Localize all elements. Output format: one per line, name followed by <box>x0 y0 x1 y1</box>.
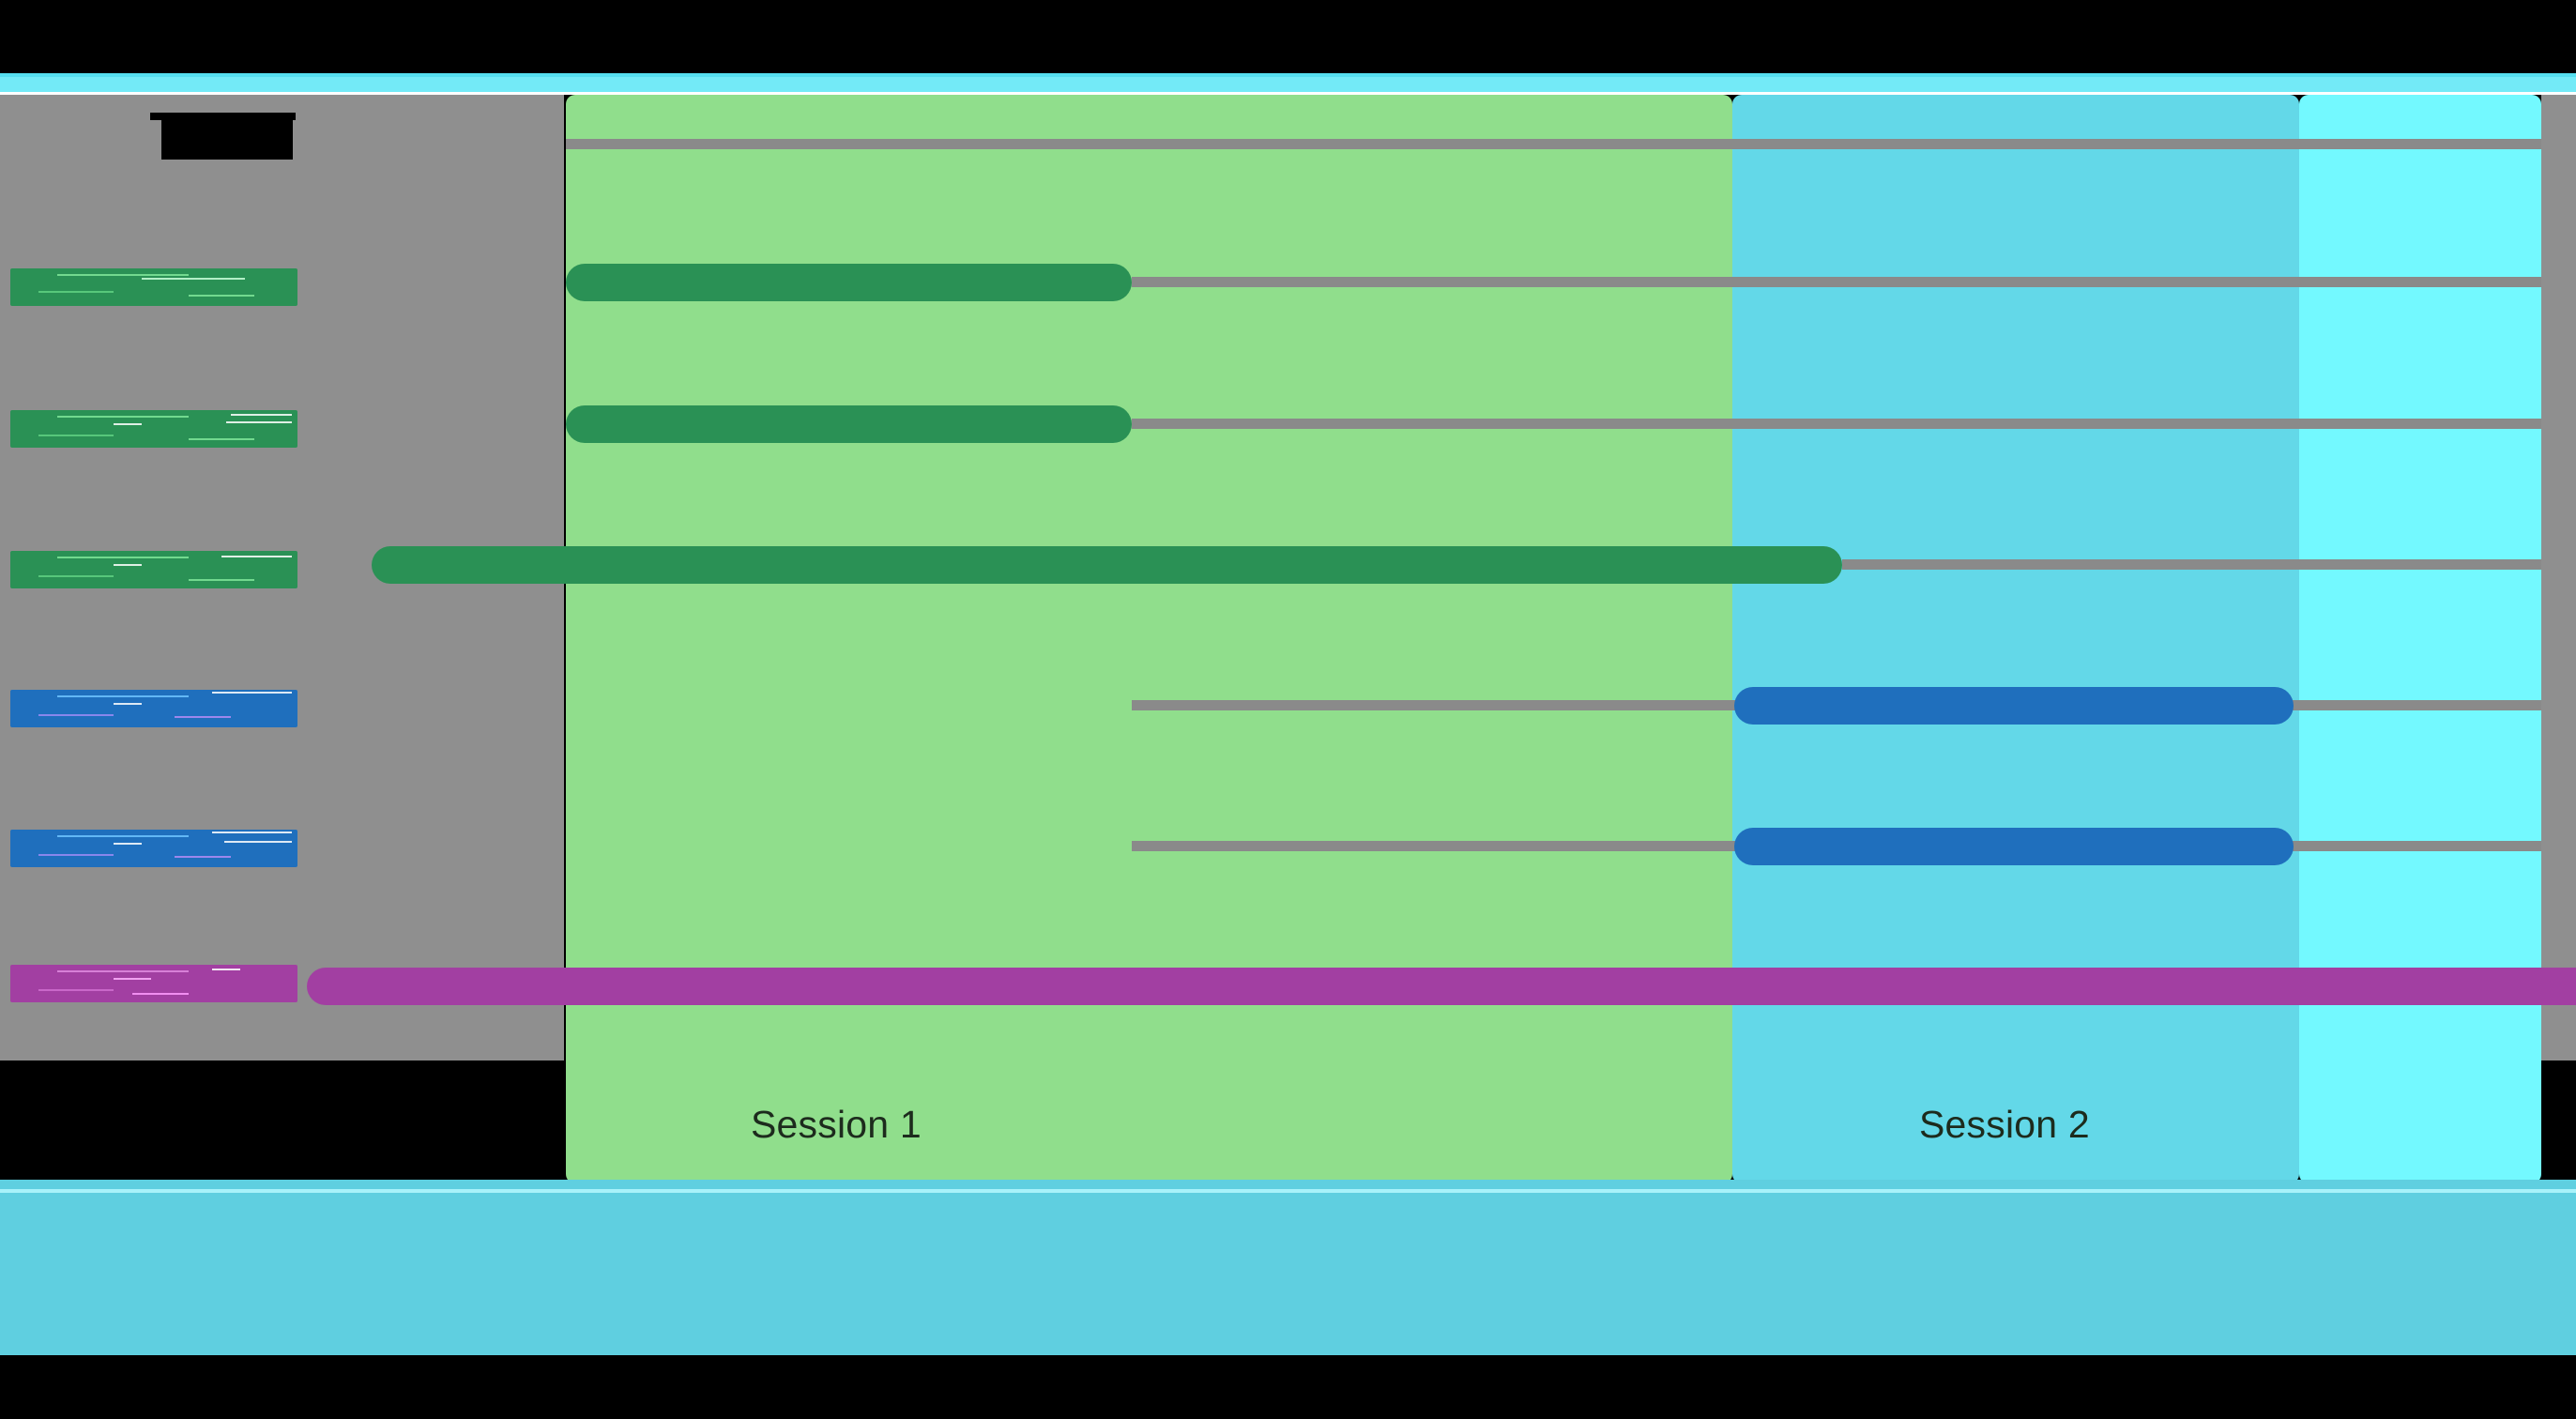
y-label-dataset-a1 <box>10 268 297 306</box>
bar-dataset-a3[interactable] <box>372 546 1842 584</box>
right-gutter <box>2541 95 2576 1060</box>
gridline-row-0 <box>566 139 2541 149</box>
session-band-1 <box>566 95 1732 1183</box>
bar-track-row-1 <box>1132 419 2541 429</box>
bar-dataset-b2[interactable] <box>1734 828 2294 865</box>
bar-track-row-2 <box>1842 559 2541 570</box>
top-rail-white <box>0 92 2576 95</box>
y-label-dataset-b1 <box>10 690 297 727</box>
session-band-2 <box>1732 95 2299 1183</box>
session-2-label: Session 2 <box>1919 1103 2090 1146</box>
bar-track-row-0 <box>1132 277 2541 287</box>
y-label-dataset-c <box>10 965 297 1002</box>
bar-dataset-c[interactable] <box>307 968 2576 1005</box>
y-label-dataset-a3 <box>10 551 297 588</box>
y-label-dataset-a2 <box>10 410 297 448</box>
footer-panel <box>0 1193 2576 1355</box>
y-label-dataset-b2 <box>10 830 297 867</box>
session-1-label: Session 1 <box>751 1103 922 1146</box>
bar-dataset-b1[interactable] <box>1734 687 2294 725</box>
chart-title-redaction <box>161 116 293 160</box>
chart-title-redaction-2 <box>150 113 296 120</box>
footer-rail-upper <box>0 1180 2576 1189</box>
bar-dataset-a1[interactable] <box>566 264 1132 301</box>
footer-rail-divider <box>0 1189 2576 1193</box>
top-rail-shadow <box>0 73 2576 77</box>
bottom-black-strip <box>0 1355 2576 1419</box>
bar-dataset-a2[interactable] <box>566 405 1132 443</box>
session-band-3 <box>2299 95 2541 1183</box>
top-rail-cyan <box>0 77 2576 92</box>
